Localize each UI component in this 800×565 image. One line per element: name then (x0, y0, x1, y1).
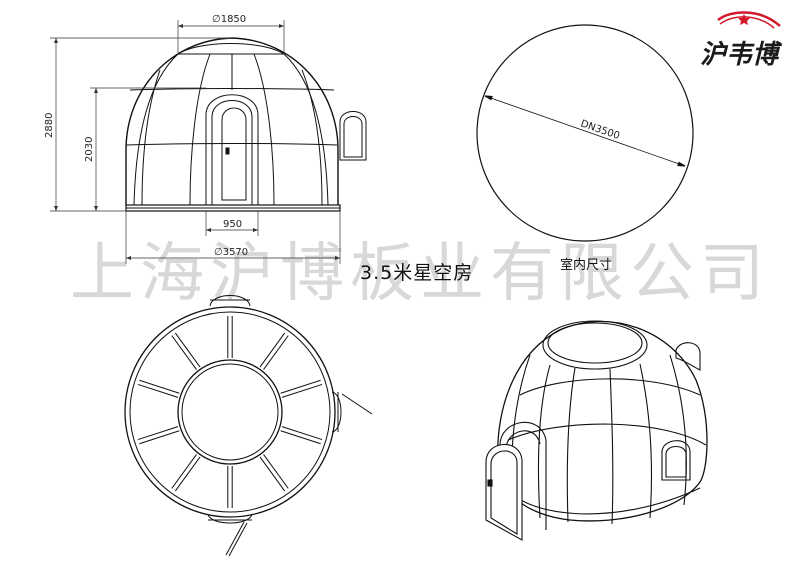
top-view-rib (259, 332, 289, 370)
dimension-arrows (54, 24, 340, 260)
company-watermark: 上海沪博板业有限公司 (70, 237, 770, 311)
interior-size-label: 室内尺寸 (560, 258, 613, 273)
interior-plan-circle (476, 24, 694, 242)
brand-logo: 沪韦博 (700, 8, 795, 78)
top-view-rib (171, 454, 201, 492)
brand-name: 沪韦博 (700, 40, 779, 70)
product-title: 3.5米星空房 (360, 262, 474, 284)
top-view (124, 295, 373, 557)
top-view-rib (259, 454, 289, 492)
top-view-rib (227, 316, 233, 358)
door-height-dimension: 2030 (84, 137, 95, 162)
front-elevation (125, 37, 367, 212)
logo-swoosh-icon (717, 11, 781, 29)
top-view-rib (280, 426, 323, 445)
top-view-rib (280, 379, 323, 398)
top-view-rib (137, 426, 180, 445)
top-view-rib (171, 332, 201, 370)
base-diameter-dimension: ∅3570 (214, 247, 248, 258)
isometric-view (485, 320, 708, 541)
interior-diameter-dimension: DN3500 (579, 118, 621, 142)
dimension-lines (50, 20, 341, 264)
top-width-dimension: ∅1850 (212, 14, 246, 25)
total-height-dimension: 2880 (44, 113, 55, 138)
top-view-rib (227, 466, 233, 508)
door-width-dimension: 950 (223, 219, 242, 230)
top-view-rib (137, 379, 180, 398)
